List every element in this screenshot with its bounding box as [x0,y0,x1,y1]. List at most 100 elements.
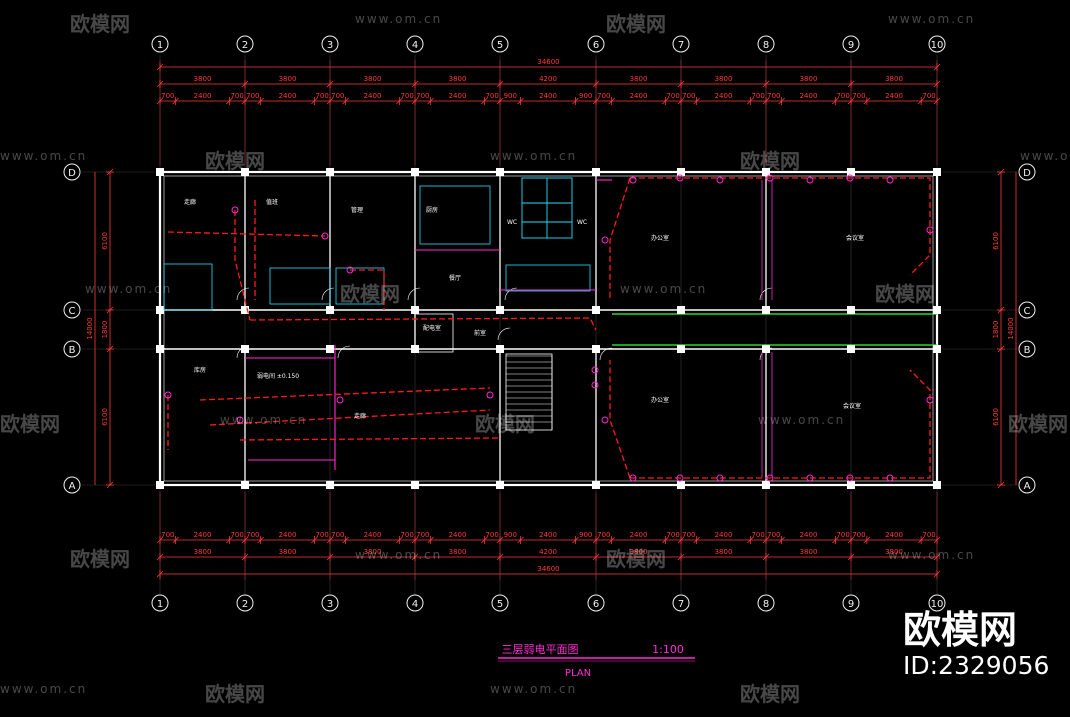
dim-bay-value: 3800 [630,75,648,83]
outlet-symbol [886,474,894,482]
column [326,481,334,489]
room-label: 办公室 [651,234,669,242]
outlet-symbol [766,474,774,482]
column [156,306,164,314]
column [847,481,855,489]
cable-run [234,210,251,321]
brand-name: 欧模网 [903,608,1018,652]
dim-sub-tick [226,536,233,544]
dim-sub-value: 900 [504,92,517,100]
wc-left [163,263,213,311]
column [496,481,504,489]
axis-bubble [672,35,690,53]
cable-run [630,177,931,276]
dim-bay-value: 3800 [449,75,467,83]
dim-side-value: 6100 [101,408,109,426]
cable-run [630,369,931,479]
dim-sub-value: 700 [161,92,174,100]
room-label: 厨房 [426,206,438,214]
room-label: 配电室 [423,324,441,332]
dim-sub-tick [608,97,615,105]
dim-sub-tick [172,536,179,544]
dim-sub-tick [311,536,318,544]
column [592,345,600,353]
column [496,168,504,176]
axis-number: 6 [593,40,599,51]
axis-number: 7 [678,599,684,610]
column [933,306,941,314]
dim-bay-value: 3800 [885,75,903,83]
door-swing [759,347,773,361]
dim-sub-value: 700 [230,92,243,100]
cable-run [199,387,491,401]
dim-sub-tick [778,97,785,105]
dim-side-total: 14000 [86,317,94,339]
axis-bubble [321,35,339,53]
column [847,168,855,176]
dim-sub-tick [342,536,349,544]
dim-sub-value: 700 [767,92,780,100]
dim-sub-value: 700 [666,92,679,100]
column [677,168,685,176]
axis-number: 2 [242,599,248,610]
dim-side-tick [997,481,1005,489]
dim-total-value: 34600 [537,565,559,573]
dim-bay-value: 3800 [715,75,733,83]
dim-sub-value: 700 [161,531,174,539]
dim-sub-tick [226,97,233,105]
column [326,168,334,176]
wc-middle [269,267,331,305]
column [326,345,334,353]
dim-side-total: 14000 [1007,317,1015,339]
outlet-symbol [676,474,684,482]
dim-sub-tick [257,97,264,105]
column [933,168,941,176]
room-label: 办公室 [651,396,669,404]
outlet-symbol [231,206,239,214]
dim-sub-value: 2400 [630,531,648,539]
dim-sub-value: 700 [230,531,243,539]
column [677,306,685,314]
cable-run [167,231,326,237]
door-swing [236,345,250,359]
drawing-subtitle: PLAN [565,668,591,679]
axis-letter: B [69,345,76,356]
dim-sub-value: 2400 [630,92,648,100]
room-label: WC [507,219,517,226]
watermark-url: www.om.cn [220,413,308,427]
outlet-symbol [886,176,894,184]
axis-letter: B [1024,345,1031,356]
outlet-symbol [926,226,934,234]
dim-sub-value: 700 [767,531,780,539]
axis-number: 3 [327,599,333,610]
dim-sub-tick [396,97,403,105]
room-label: WC [577,219,587,226]
axis-bubble [928,594,946,612]
shaft [414,313,454,353]
dim-sub-value: 700 [852,92,865,100]
brand-id: ID:2329056 [903,651,1050,680]
outlet-symbol [236,416,244,424]
outlet-symbol [846,474,854,482]
outlet-symbol [676,174,684,182]
room-label: 管理 [351,206,363,214]
dim-sub-value: 700 [597,92,610,100]
dim-sub-value: 2400 [194,92,212,100]
column [241,168,249,176]
dim-sub-value: 700 [400,92,413,100]
column [762,306,770,314]
door-swing [504,287,518,301]
dim-bay-value: 4200 [539,75,557,83]
watermark-url: www.om.cn [0,149,88,163]
dim-sub-value: 700 [682,92,695,100]
dim-sub-tick [863,536,871,544]
room-label: 前室 [474,329,486,337]
dim-bay-value: 3800 [279,548,297,556]
column [933,481,941,489]
dim-sub-value: 700 [331,531,344,539]
outlet-symbol [806,474,814,482]
axis-letter: C [69,306,76,317]
dim-sub-value: 2400 [194,531,212,539]
cable-run [209,409,491,426]
dim-sub-tick [693,536,700,544]
